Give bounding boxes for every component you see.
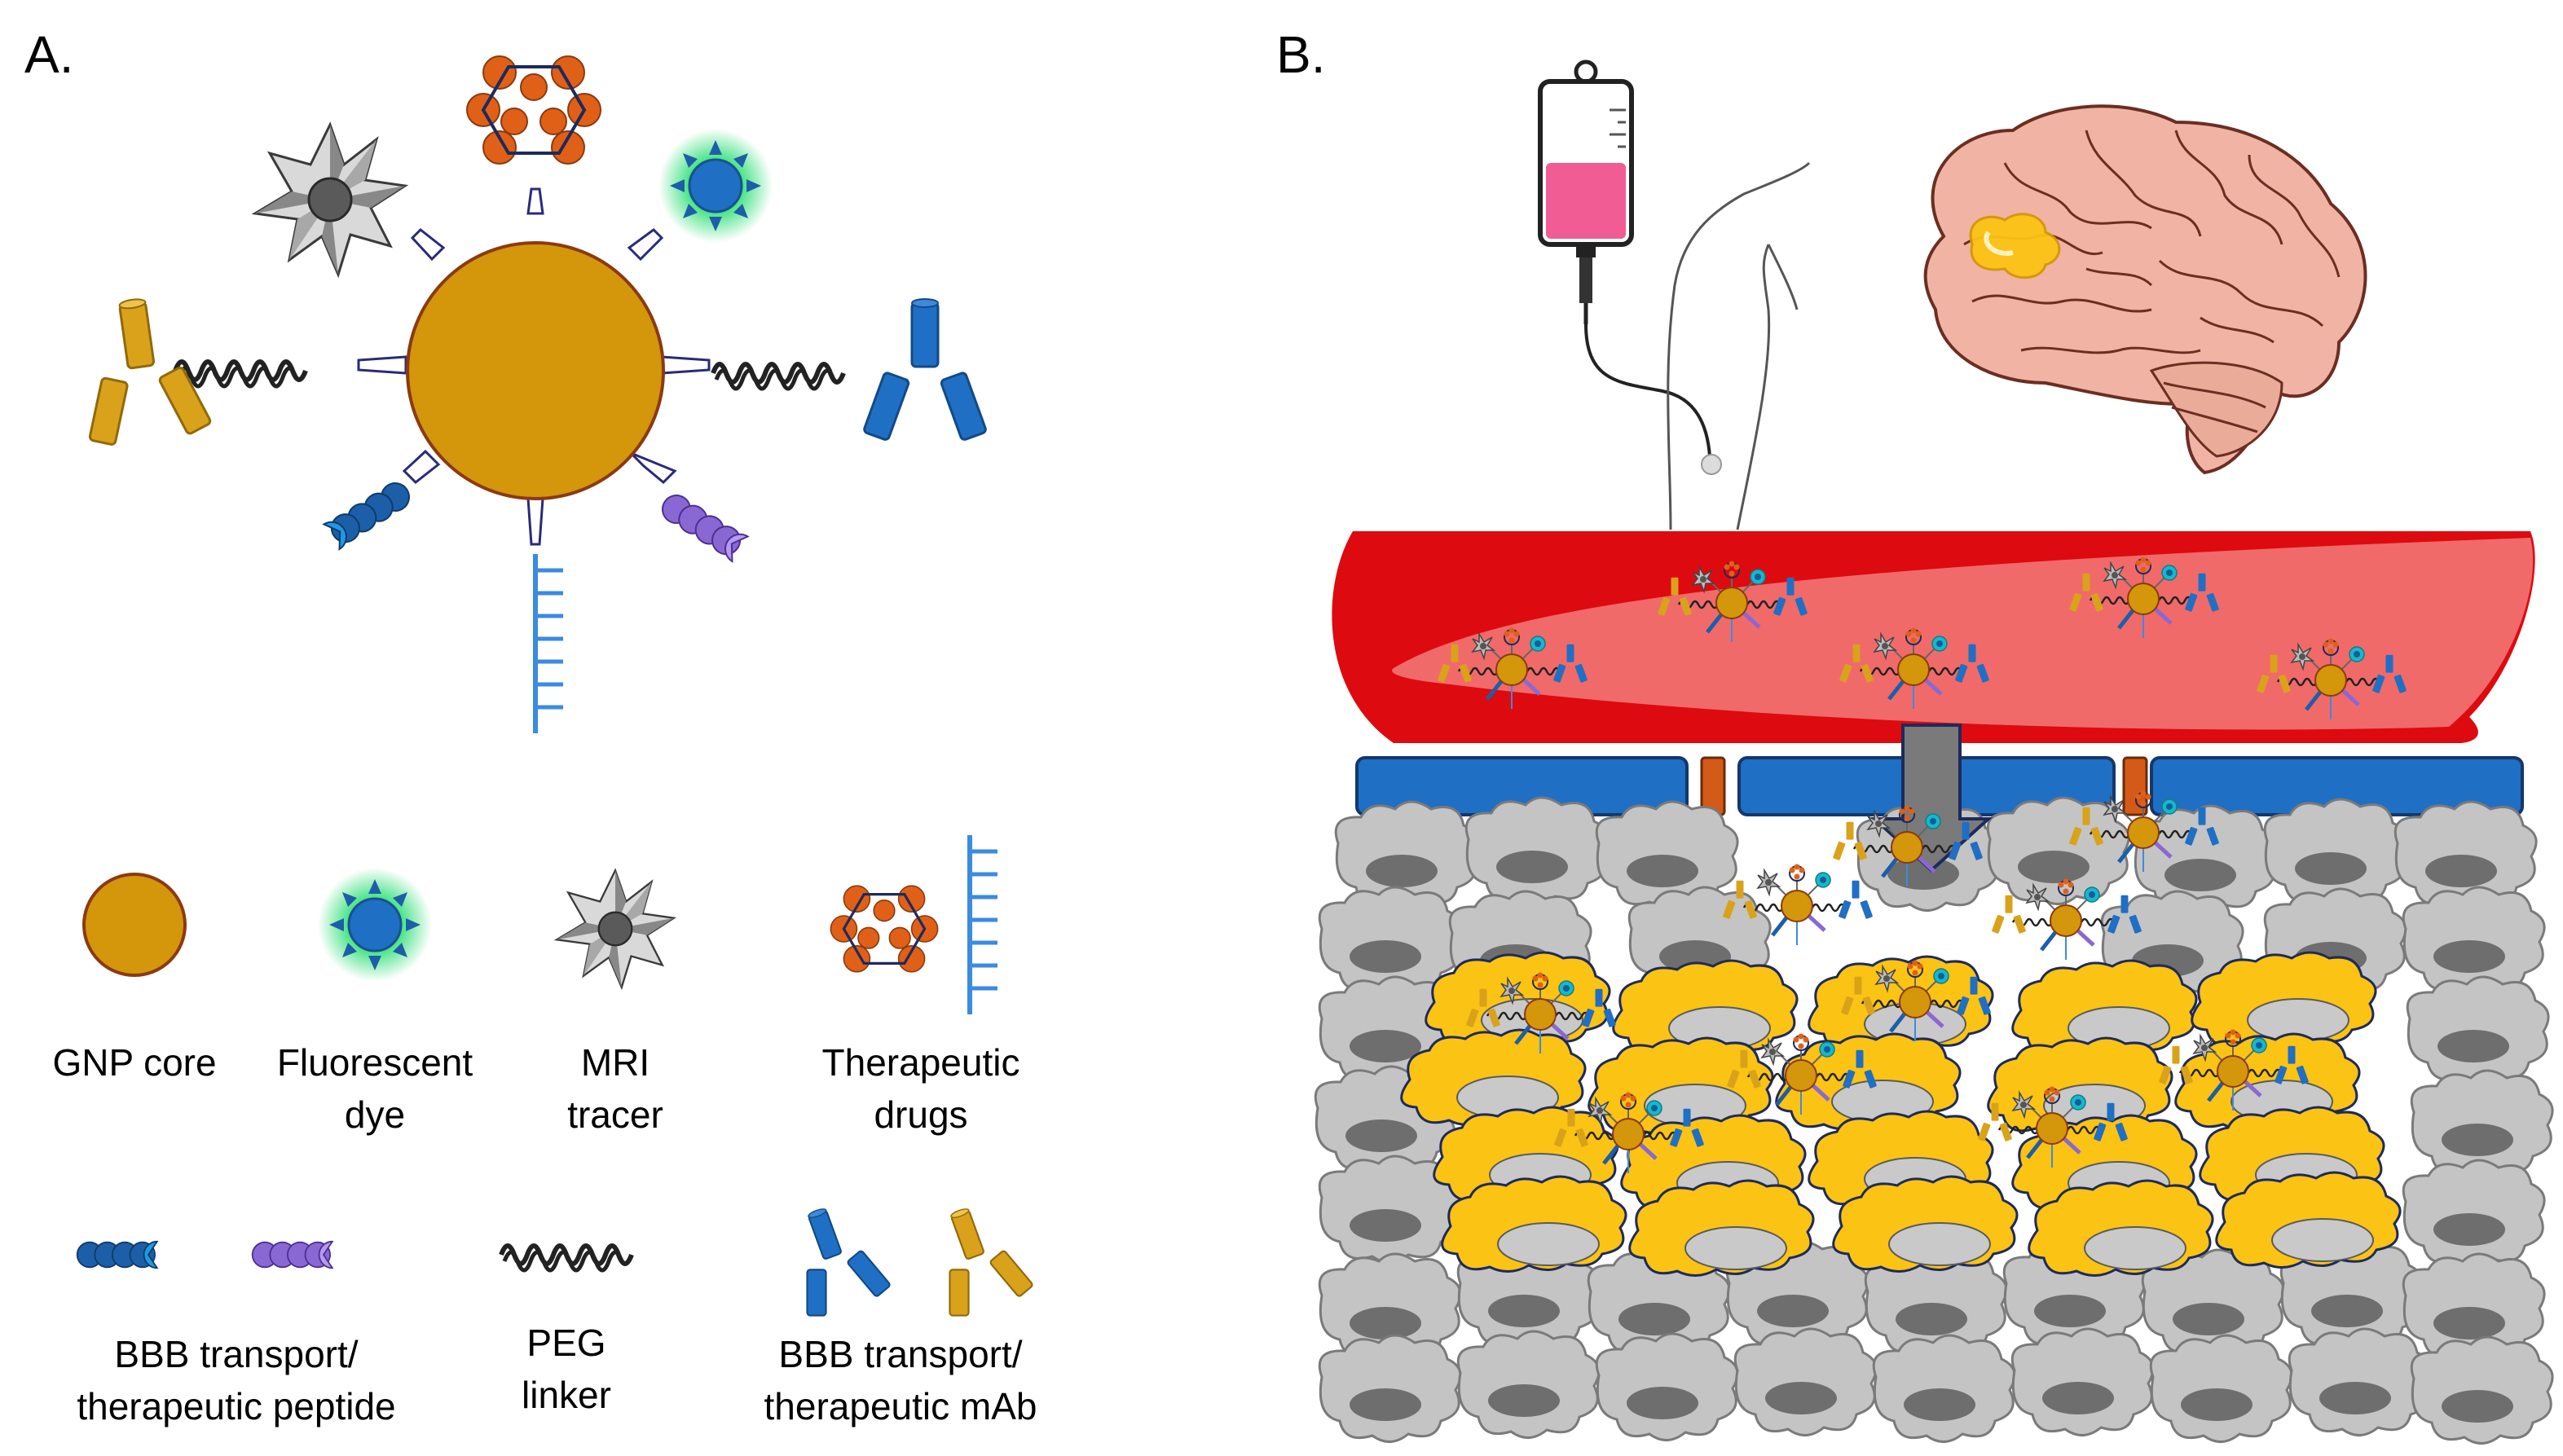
legend-label-peg-linker: PEG linker [522,1322,611,1416]
legend-peg-icon [501,1246,632,1270]
legend-drug-icon [829,884,940,974]
gold-nanoparticle-core [406,241,665,500]
therapeutic-oligo-icon [535,554,563,733]
panel-b-label: B. [1276,25,1326,84]
panel-b [1314,59,2554,1445]
panel-a [69,55,1037,1323]
brain-icon [1923,104,2367,475]
legend-label-gnp-core: GNP core [52,1041,217,1084]
legend-label-fluorescent-dye: Fluorescent dye [276,1041,473,1136]
peg-linker-icon [713,364,843,389]
legend-antibody-blue-icon [773,1194,894,1323]
legend-label-therapeutic-drugs: Therapeutic drugs [821,1041,1020,1136]
fluorescent-dye-icon [657,127,774,244]
legend-peptide-purple-icon [251,1240,333,1269]
legend-label-bbb-mab: BBB transport/ therapeutic mAb [764,1333,1037,1427]
legend-label-mri-tracer: MRI tracer [567,1041,663,1136]
peg-linker-icon [175,362,306,386]
legend-oligo-icon [970,835,997,1014]
peptide-purple-icon [656,488,749,563]
blood-vessel-icon [1332,531,2535,743]
antibody-gold-icon [69,289,214,451]
peptide-blue-icon [323,476,416,551]
legend-mri-tracer-icon [556,869,675,988]
legend-peptide-blue-icon [76,1240,158,1269]
iv-bag-icon [1538,59,1722,475]
legend-fluorescent-dye-icon [316,866,434,983]
mri-tracer-icon [253,123,407,276]
therapeutic-drug-icon [465,55,602,165]
arm-outline [1667,161,1811,530]
legend-label-bbb-peptide: BBB transport/ therapeutic peptide [77,1333,396,1427]
legend-antibody-gold-icon [916,1194,1037,1323]
endothelium-layer [1355,756,2524,816]
panel-a-label: A. [24,25,74,84]
antibody-blue-icon [861,297,989,442]
legend-gnp-icon [82,873,187,977]
